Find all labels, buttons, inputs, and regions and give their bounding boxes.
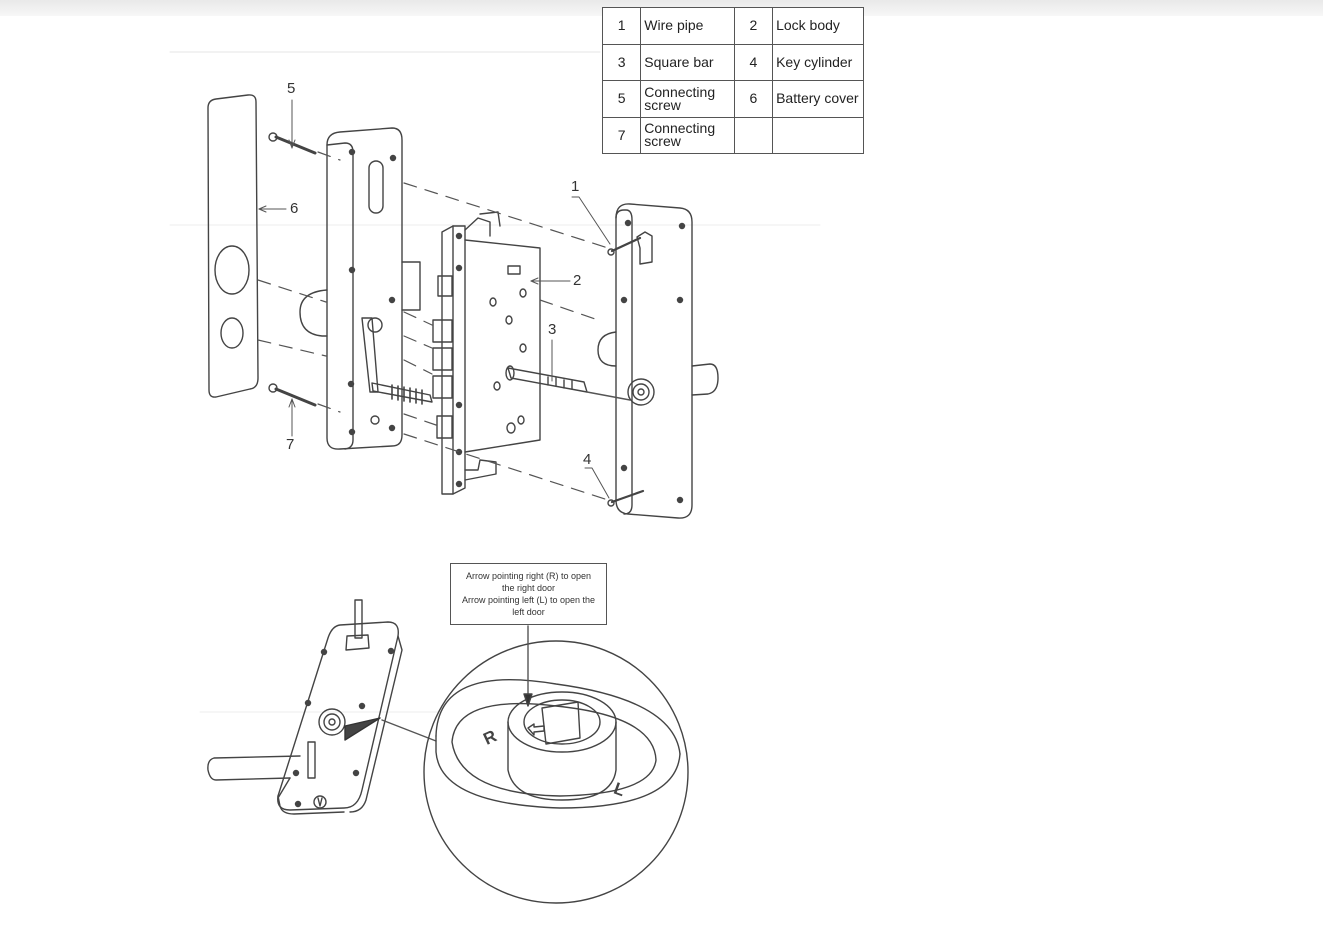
callout-4: 4 bbox=[583, 451, 592, 468]
square-bar bbox=[505, 365, 588, 393]
callout-5: 5 bbox=[287, 80, 296, 97]
table-row: 7 Connecting screw bbox=[601, 116, 864, 154]
direction-note-box: Arrow pointing right (R) to open the rig… bbox=[450, 563, 607, 625]
direction-note-right: Arrow pointing right (R) to open the rig… bbox=[465, 571, 592, 593]
table-row: 3 Square bar 4 Key cylinder bbox=[601, 43, 864, 81]
battery-cover-plate bbox=[207, 94, 259, 398]
part-number bbox=[733, 116, 774, 154]
callout-1: 1 bbox=[571, 178, 580, 195]
magnified-spindle-detail bbox=[423, 625, 689, 904]
part-name: Lock body bbox=[772, 7, 864, 45]
connecting-screw-bottom bbox=[268, 383, 317, 407]
mortise-lock-body bbox=[432, 211, 541, 495]
direction-note-left: Arrow pointing left (L) to open the left… bbox=[461, 595, 596, 617]
part-name: Key cylinder bbox=[772, 43, 864, 81]
part-number: 3 bbox=[601, 43, 642, 81]
rear-lock-panel bbox=[597, 203, 719, 519]
part-name bbox=[772, 116, 864, 154]
front-lock-panel bbox=[299, 127, 433, 450]
callout-7: 7 bbox=[286, 436, 295, 453]
table-row: 5 Connecting screw 6 Battery cover bbox=[601, 80, 864, 118]
callout-6: 6 bbox=[290, 200, 299, 217]
part-number: 4 bbox=[733, 43, 774, 81]
table-row: 1 Wire pipe 2 Lock body bbox=[601, 7, 864, 45]
part-number: 7 bbox=[601, 116, 642, 154]
callout-3: 3 bbox=[548, 321, 557, 338]
connecting-screw-top bbox=[268, 132, 317, 155]
part-name: Square bar bbox=[640, 43, 735, 81]
callout-2: 2 bbox=[573, 272, 582, 289]
part-name: Connecting screw bbox=[640, 80, 735, 118]
part-name: Battery cover bbox=[772, 80, 864, 118]
assembled-rear-panel bbox=[207, 599, 403, 815]
parts-table: 1 Wire pipe 2 Lock body 3 Square bar 4 K… bbox=[601, 7, 864, 154]
part-name: Connecting screw bbox=[640, 116, 735, 154]
